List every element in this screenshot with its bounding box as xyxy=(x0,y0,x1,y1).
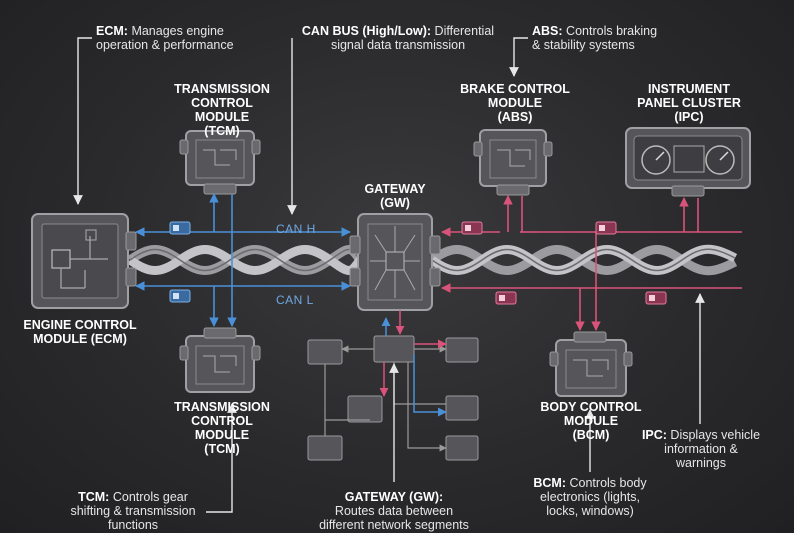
gateway-title-line1: GATEWAY xyxy=(364,182,426,196)
abs-callout-line2: & stability systems xyxy=(532,38,635,52)
tcm-bottom-title-line3: (TCM) xyxy=(204,442,240,456)
tcm-callout: TCM: Controls gear shifting & transmissi… xyxy=(60,490,206,532)
tcm-top-title: TRANSMISSION CONTROL MODULE (TCM) xyxy=(166,82,278,138)
ipc-module xyxy=(625,127,751,197)
gateway-title-line2: (GW) xyxy=(380,196,410,210)
can-bus-cable xyxy=(127,244,738,276)
brake-title: BRAKE CONTROL MODULE (ABS) xyxy=(460,82,570,124)
ecm-callout-line2: operation & performance xyxy=(96,38,234,52)
brake-title-line3: (ABS) xyxy=(497,110,533,124)
gateway-module xyxy=(349,213,441,311)
callout-leaders xyxy=(73,37,705,513)
abs-callout-key: ABS: xyxy=(532,24,563,38)
brake-title-line1: BRAKE CONTROL xyxy=(460,82,570,96)
abs-callout: ABS: Controls braking & stability system… xyxy=(532,24,657,52)
tcm-top-title-line3: (TCM) xyxy=(204,124,240,138)
brake-title-line2: MODULE xyxy=(487,96,543,110)
ecm-title-line1: ENGINE CONTROL xyxy=(23,318,137,332)
bcm-callout-line1: Controls body xyxy=(569,476,647,490)
canbus-callout-line1: Differential xyxy=(434,24,495,38)
can-blue-signals xyxy=(135,193,351,327)
ecm-callout: ECM: Manages engine operation & performa… xyxy=(96,24,234,52)
tcm-bottom-module xyxy=(179,327,261,393)
canbus-callout-key: CAN BUS (High/Low): xyxy=(301,24,432,38)
gateway-callout-key: GATEWAY (GW): xyxy=(344,490,444,504)
tcm-top-title-line1: TRANSMISSION xyxy=(174,82,270,96)
data-packet-icons xyxy=(169,221,667,305)
ipc-callout-line2: information & xyxy=(664,442,738,456)
ipc-title: INSTRUMENT PANEL CLUSTER (IPC) xyxy=(630,82,748,124)
tcm-callout-line1: Controls gear xyxy=(112,490,188,504)
ipc-callout-key: IPC: xyxy=(641,428,667,442)
bcm-callout-key: BCM: xyxy=(533,476,567,490)
ecm-module xyxy=(31,213,137,309)
ipc-callout-line3: warnings xyxy=(675,456,727,470)
ecm-title-line2: MODULE (ECM) xyxy=(33,332,127,346)
bcm-callout-line2: electronics (lights, xyxy=(539,490,641,504)
gateway-callout-line2: different network segments xyxy=(319,518,469,532)
ecm-callout-line1: Manages engine xyxy=(131,24,224,38)
gateway-title: GATEWAY (GW) xyxy=(350,182,440,210)
bcm-callout: BCM: Controls body electronics (lights, … xyxy=(528,476,652,518)
gateway-callout: GATEWAY (GW): Routes data between differ… xyxy=(306,490,482,532)
bcm-title-line3: (BCM) xyxy=(572,428,610,442)
tcm-bottom-title-line1: TRANSMISSION xyxy=(174,400,270,414)
bcm-title-line1: BODY CONTROL xyxy=(540,400,642,414)
abs-callout-line1: Controls braking xyxy=(566,24,658,38)
ipc-title-line2: PANEL CLUSTER xyxy=(637,96,741,110)
tcm-bottom-title-line2: CONTROL MODULE xyxy=(191,414,253,442)
tcm-callout-line3: functions xyxy=(107,518,159,532)
canbus-callout-line2: signal data transmission xyxy=(330,38,466,52)
ecm-callout-key: ECM: xyxy=(96,24,128,38)
tcm-bottom-title: TRANSMISSION CONTROL MODULE (TCM) xyxy=(166,400,278,456)
bcm-callout-line3: locks, windows) xyxy=(546,504,634,518)
ipc-callout: IPC: Displays vehicle information & warn… xyxy=(636,428,766,470)
tcm-callout-key: TCM: xyxy=(78,490,110,504)
ecm-title: ENGINE CONTROL MODULE (ECM) xyxy=(18,318,142,346)
tcm-top-title-line2: CONTROL MODULE xyxy=(191,96,253,124)
bcm-title: BODY CONTROL MODULE (BCM) xyxy=(536,400,646,442)
ipc-title-line3: (IPC) xyxy=(674,110,704,124)
sub-network xyxy=(307,310,479,461)
canbus-callout: CAN BUS (High/Low): Differential signal … xyxy=(296,24,500,52)
bcm-module xyxy=(549,331,633,397)
gateway-callout-line1: Routes data between xyxy=(334,504,454,518)
can-l-label: CAN L xyxy=(276,293,314,307)
brake-module xyxy=(473,129,553,196)
bcm-title-line2: MODULE xyxy=(563,414,619,428)
tcm-top-module xyxy=(179,130,261,195)
ipc-title-line1: INSTRUMENT xyxy=(648,82,730,96)
ipc-callout-line1: Displays vehicle xyxy=(670,428,761,442)
can-h-label: CAN H xyxy=(276,222,316,236)
tcm-callout-line2: shifting & transmission xyxy=(70,504,196,518)
